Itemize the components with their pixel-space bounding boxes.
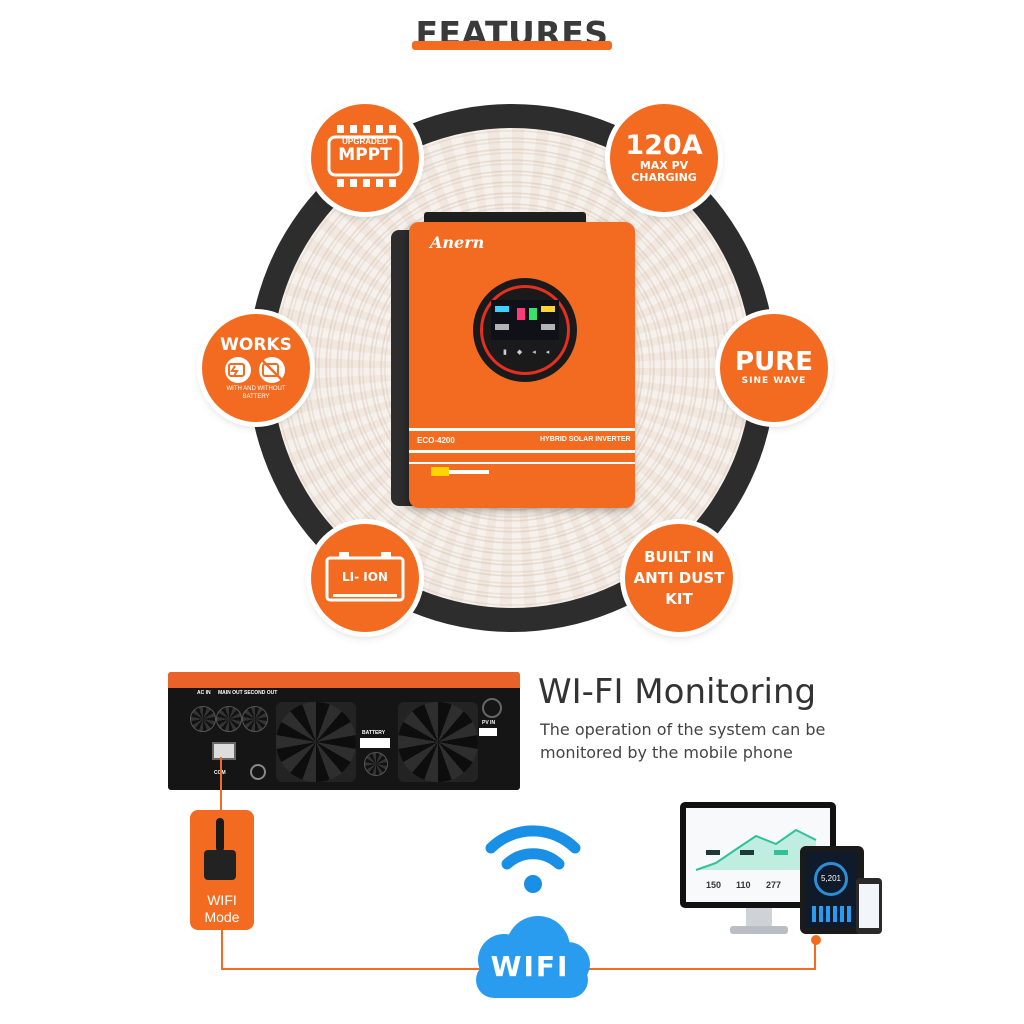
feature-li-ion: LI- ION xyxy=(311,524,419,632)
chart-graphic-icon xyxy=(695,828,817,871)
title-underline xyxy=(412,41,612,50)
antidust-line3: KIT xyxy=(665,589,693,608)
battery-icon xyxy=(225,357,285,383)
inverter-stripe-1 xyxy=(409,428,635,431)
power-switch xyxy=(482,698,502,718)
battery-terminal xyxy=(360,738,390,748)
feature-pure-sine-wave: PURE SINE WAVE xyxy=(720,314,828,422)
inverter-model: ECO-4200 xyxy=(417,436,455,445)
liion-label: LI- ION xyxy=(342,570,388,584)
fan-right-blades xyxy=(398,702,478,782)
feature-works-battery: WORKS WITH AND WITHOUT BATTERY xyxy=(202,314,310,422)
phone-screen xyxy=(859,884,879,928)
wifi-signal-icon xyxy=(485,825,581,893)
com-label: COM xyxy=(214,770,226,776)
tablet-gauge-icon xyxy=(814,862,848,896)
second-out-port xyxy=(242,706,268,732)
feature-120a-charging: 120A MAX PV CHARGING xyxy=(610,104,718,212)
ac-in-label: AC IN xyxy=(197,690,211,696)
wifi-dongle-icon xyxy=(204,850,236,880)
antenna-icon xyxy=(216,818,224,852)
wifi-module-label-1: WIFI xyxy=(207,892,237,908)
works-line3: BATTERY xyxy=(242,394,270,400)
stat-3: 277 xyxy=(766,880,782,890)
lcd-readout-icon xyxy=(495,306,555,330)
stat-2: 110 xyxy=(736,880,751,890)
tablet-bars-icon xyxy=(812,906,852,922)
antidust-line1: BUILT IN xyxy=(644,547,714,566)
ac-in-port xyxy=(190,706,216,732)
fan-left-blades xyxy=(276,702,356,782)
monitor-base xyxy=(730,926,788,934)
fan-left xyxy=(276,702,356,782)
device-up-line xyxy=(814,940,816,970)
pv-terminal xyxy=(479,728,497,736)
battery-port xyxy=(364,752,388,776)
wifi-module-label-2: Mode xyxy=(204,909,240,925)
second-out-label: SECOND OUT xyxy=(244,690,278,696)
inverter-logo: Anern xyxy=(430,233,485,252)
mppt-line2: MPPT xyxy=(338,145,392,165)
tablet-value: 5,201 xyxy=(820,874,842,883)
mppt-line1: UPGRADED xyxy=(342,137,388,146)
warning-text-strip xyxy=(449,470,489,474)
lcd-screen xyxy=(491,300,559,340)
works-line1: WORKS xyxy=(220,335,292,355)
pure-line1: PURE xyxy=(735,347,813,377)
com-port xyxy=(212,742,236,760)
charging-line2: MAX PV xyxy=(639,159,689,172)
chip-icon xyxy=(327,125,403,187)
main-out-label: MAIN OUT xyxy=(218,690,243,696)
cloud-to-device-line xyxy=(580,968,816,970)
ground-screw xyxy=(250,764,266,780)
wifi-module-label: WIFI Mode xyxy=(190,892,254,926)
inverter-type: HYBRID SOLAR INVERTER xyxy=(540,436,631,443)
inverter-bottom-edge xyxy=(168,672,520,688)
display-indicator-ring xyxy=(480,285,570,375)
warning-label xyxy=(431,467,449,476)
wifi-monitoring-title: WI-FI Monitoring xyxy=(538,672,817,712)
cloud-icon xyxy=(476,916,590,998)
pv-in-label: PV IN xyxy=(482,720,496,726)
works-line2: WITH AND WITHOUT xyxy=(226,386,286,392)
li-ion-battery-icon xyxy=(325,552,405,602)
feature-anti-dust: BUILT IN ANTI DUST KIT xyxy=(625,524,733,632)
display-buttons-icon: ▮◆◂◂ xyxy=(503,349,560,356)
antidust-line2: ANTI DUST xyxy=(633,568,725,587)
main-out-port xyxy=(216,706,242,732)
module-down-line xyxy=(221,930,223,970)
charging-line1: 120A xyxy=(625,130,703,161)
stat-1: 150 xyxy=(706,880,722,890)
feature-upgraded-mppt: UPGRADED MPPT xyxy=(311,104,419,212)
wifi-monitoring-description: The operation of the system can be monit… xyxy=(540,720,826,762)
monitor-stand xyxy=(746,908,772,928)
charging-line3: CHARGING xyxy=(631,171,697,184)
battery-label: BATTERY xyxy=(362,730,386,736)
inverter-stripe-2 xyxy=(409,450,635,453)
inverter-stripe-3 xyxy=(409,462,635,464)
com-to-module-line xyxy=(220,757,222,812)
pure-line2: SINE WAVE xyxy=(741,376,807,386)
fan-right xyxy=(398,702,478,782)
cloud-label: WIFI xyxy=(490,950,570,983)
module-to-cloud-line xyxy=(221,968,481,970)
device-connection-dot xyxy=(811,935,821,945)
